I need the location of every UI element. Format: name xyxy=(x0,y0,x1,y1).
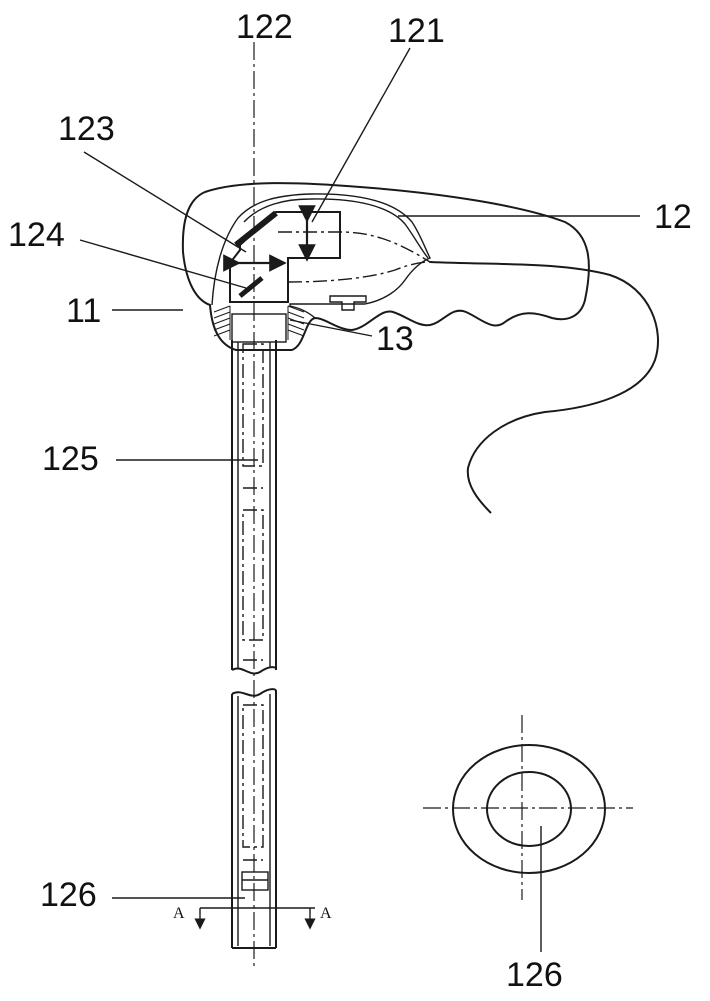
label-12: 12 xyxy=(654,198,692,236)
cable xyxy=(430,262,658,513)
label-123: 123 xyxy=(58,110,115,148)
coupling-nut xyxy=(232,314,286,342)
label-126-left: 126 xyxy=(40,876,97,914)
label-124: 124 xyxy=(8,216,65,254)
label-125: 125 xyxy=(42,440,99,478)
thread-left xyxy=(214,306,230,340)
leader-lines xyxy=(80,48,640,952)
label-126-right: 126 xyxy=(506,956,563,994)
label-11: 11 xyxy=(66,292,101,330)
fiber-lower xyxy=(288,262,430,282)
section-label-a-right: A xyxy=(320,905,332,922)
section-a-a xyxy=(200,908,315,924)
section-label-a-left: A xyxy=(173,905,185,922)
thread-right xyxy=(288,306,304,340)
label-13: 13 xyxy=(376,320,414,358)
label-122: 122 xyxy=(236,8,293,46)
cross-section-view xyxy=(423,715,633,900)
mirror-123 xyxy=(236,213,276,245)
label-121: 121 xyxy=(388,12,445,50)
housing-button xyxy=(330,296,366,310)
tip-lens-126 xyxy=(242,872,268,890)
inner-housing-top xyxy=(244,199,428,258)
